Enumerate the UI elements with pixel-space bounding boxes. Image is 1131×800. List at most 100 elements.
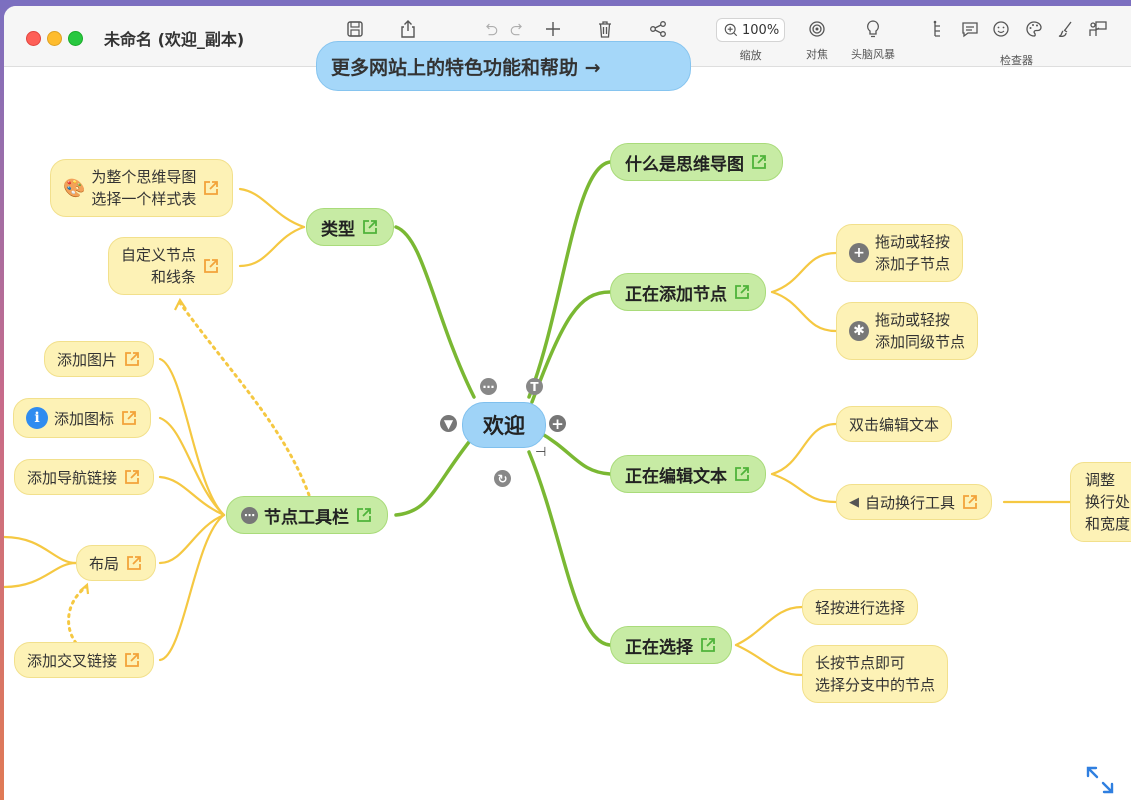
node-add-image[interactable]: 添加图片 — [44, 341, 155, 377]
palette-icon: 🎨 — [63, 177, 86, 199]
node-customize-line2: 和线条 — [151, 268, 197, 286]
node-choose-stylesheet[interactable]: 🎨 为整个思维导图 选择一个样式表 — [50, 159, 234, 217]
emoji-button[interactable] — [990, 18, 1012, 40]
node-double-click-edit-label: 双击编辑文本 — [849, 415, 940, 434]
node-add-nav-link-label: 添加导航链接 — [27, 468, 118, 487]
mindmap-canvas[interactable]: 更多网站上的特色功能和帮助 → 欢迎 ⋯ T ▼ + ↻ ⊣ 什么是思维导图 正… — [4, 41, 1131, 800]
external-link-icon[interactable] — [733, 465, 751, 483]
node-adjust-line3: 和宽度 — [1085, 515, 1131, 533]
more-options-icon: ⋯ — [241, 506, 258, 524]
node-add-icon[interactable]: i 添加图标 — [13, 398, 152, 438]
save-icon — [347, 21, 363, 37]
branch-types[interactable]: 类型 — [306, 208, 394, 246]
branch-editing-text-label: 正在编辑文本 — [625, 466, 727, 487]
link-handle-icon[interactable]: ⊣ — [535, 445, 547, 460]
node-drag-add-sibling[interactable]: ✱ 拖动或轻按 添加同级节点 — [836, 302, 979, 360]
branch-editing-text[interactable]: 正在编辑文本 — [610, 455, 766, 493]
central-node[interactable]: 欢迎 — [462, 402, 546, 448]
node-drag-add-sibling-line2: 添加同级节点 — [875, 333, 966, 351]
link-adding — [530, 290, 612, 404]
presentation-button[interactable] — [1087, 18, 1109, 40]
node-add-image-label: 添加图片 — [57, 350, 118, 369]
node-drag-add-sibling-line1: 拖动或轻按 — [875, 311, 951, 329]
outline-icon — [933, 20, 940, 37]
branch-node-toolbar[interactable]: ⋯ 节点工具栏 — [226, 496, 388, 534]
node-stylesheet-line2: 选择一个样式表 — [91, 190, 197, 208]
collapse-triangle-icon[interactable]: ▼ — [440, 415, 457, 432]
link-types — [394, 225, 476, 399]
node-add-cross-link[interactable]: 添加交叉链接 — [14, 642, 155, 678]
external-link-icon[interactable] — [750, 153, 768, 171]
external-link-icon[interactable] — [961, 493, 979, 511]
external-link-icon[interactable] — [120, 409, 138, 427]
node-long-press-line1: 长按节点即可 — [815, 654, 906, 672]
link-toolbar — [394, 440, 471, 517]
external-link-icon[interactable] — [733, 283, 751, 301]
inspector-label: 检查器 — [1000, 54, 1033, 67]
website-help-banner[interactable]: 更多网站上的特色功能和帮助 → — [316, 41, 691, 91]
external-link-icon[interactable] — [202, 179, 220, 197]
more-options-icon[interactable]: ⋯ — [480, 378, 497, 395]
asterisk-circle-icon: ✱ — [849, 321, 869, 341]
plus-icon — [546, 22, 560, 36]
zoom-box[interactable]: 100% — [716, 18, 786, 42]
minimize-window-button[interactable] — [47, 31, 62, 46]
external-link-icon[interactable] — [355, 506, 373, 524]
external-link-icon[interactable] — [361, 218, 379, 236]
node-customize-nodes[interactable]: 自定义节点 和线条 — [108, 237, 234, 295]
external-link-icon[interactable] — [202, 257, 220, 275]
node-long-press[interactable]: 长按节点即可 选择分支中的节点 — [802, 645, 949, 703]
node-tap-select[interactable]: 轻按进行选择 — [802, 589, 919, 625]
target-icon — [809, 21, 825, 37]
external-link-icon[interactable] — [699, 636, 717, 654]
branch-what-is-label: 什么是思维导图 — [625, 154, 744, 175]
plus-circle-icon: + — [849, 243, 869, 263]
connection-lines — [4, 160, 1072, 677]
window-title: 未命名 (欢迎_副本) — [104, 30, 245, 49]
share-icon — [401, 20, 415, 38]
text-format-icon[interactable]: T — [526, 378, 543, 395]
fullscreen-expand-icon[interactable] — [1085, 765, 1115, 799]
node-adjust-line1: 调整 — [1085, 471, 1116, 489]
central-node-label: 欢迎 — [483, 414, 525, 438]
external-link-icon[interactable] — [123, 468, 141, 486]
node-add-nav-link[interactable]: 添加导航链接 — [14, 459, 155, 495]
redo-icon — [510, 23, 522, 36]
lightbulb-icon — [867, 20, 879, 38]
tag-icon: ◀ — [849, 494, 859, 510]
external-link-icon[interactable] — [123, 651, 141, 669]
node-stylesheet-line1: 为整个思维导图 — [91, 168, 197, 186]
close-window-button[interactable] — [26, 31, 41, 46]
node-drag-add-child[interactable]: + 拖动或轻按 添加子节点 — [836, 224, 964, 282]
zoom-control[interactable]: 100% 缩放 — [716, 18, 786, 63]
branch-node-toolbar-label: 节点工具栏 — [264, 507, 349, 528]
link-editing — [537, 430, 612, 476]
app-window: 未命名 (欢迎_副本) 保存 共享 撤销 添加 删除 布局 — [4, 6, 1131, 800]
node-adjust-wrap[interactable]: 调整 换行处 和宽度 — [1070, 462, 1131, 542]
focus-button[interactable]: 对焦 — [806, 18, 828, 62]
outline-button[interactable] — [927, 18, 949, 40]
branch-what-is[interactable]: 什么是思维导图 — [610, 143, 783, 181]
node-layout-label: 布局 — [89, 554, 120, 573]
add-node-icon[interactable]: + — [549, 415, 566, 433]
node-layout[interactable]: 布局 — [76, 545, 157, 581]
node-double-click-edit[interactable]: 双击编辑文本 — [836, 406, 953, 442]
format-button[interactable] — [1055, 18, 1077, 40]
external-link-icon[interactable] — [123, 350, 141, 368]
notes-button[interactable] — [959, 18, 981, 40]
zoom-window-button[interactable] — [68, 31, 83, 46]
node-add-cross-link-label: 添加交叉链接 — [27, 651, 118, 670]
branch-selecting-label: 正在选择 — [625, 637, 693, 658]
paintbrush-icon — [1058, 21, 1072, 38]
brainstorm-button[interactable]: 头脑风暴 — [851, 18, 895, 62]
node-auto-wrap[interactable]: ◀ 自动换行工具 — [836, 484, 993, 520]
node-drag-add-child-line2: 添加子节点 — [875, 255, 951, 273]
style-button[interactable] — [1023, 18, 1045, 40]
zoom-value: 100% — [742, 22, 780, 38]
branch-adding-nodes-label: 正在添加节点 — [625, 284, 727, 305]
branch-adding-nodes[interactable]: 正在添加节点 — [610, 273, 766, 311]
external-link-icon[interactable] — [125, 554, 143, 572]
refresh-icon[interactable]: ↻ — [494, 470, 511, 487]
branch-selecting[interactable]: 正在选择 — [610, 626, 732, 664]
presenter-icon — [1089, 21, 1107, 36]
